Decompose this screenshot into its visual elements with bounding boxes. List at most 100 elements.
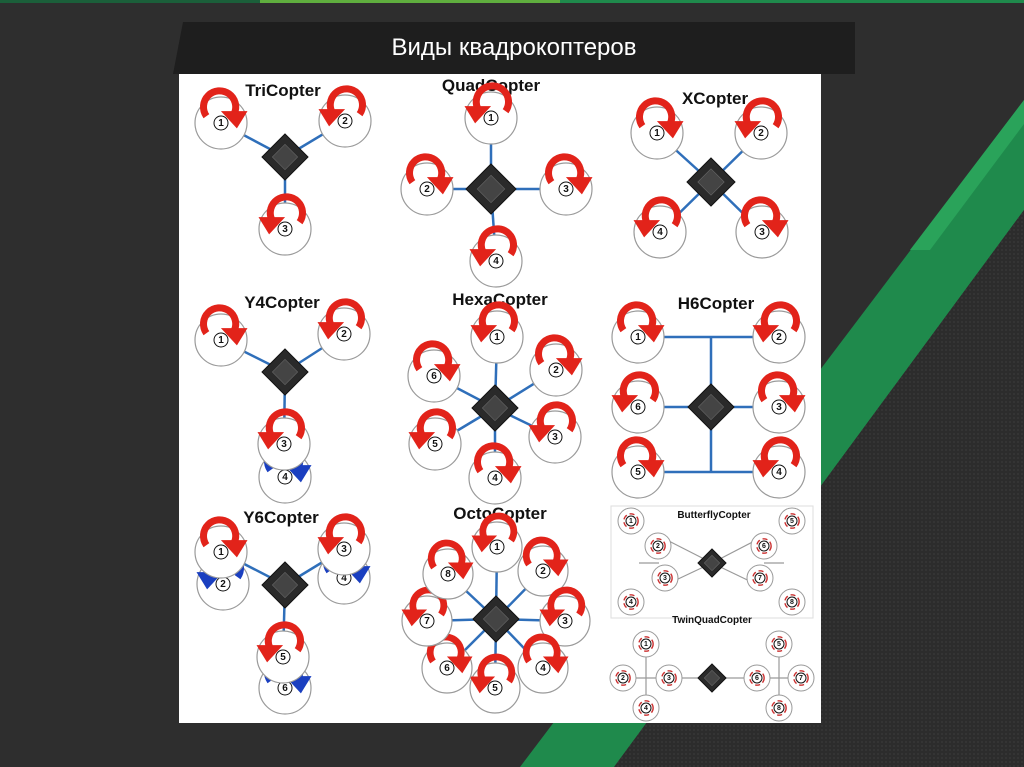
motor-number: 2: [758, 128, 764, 139]
motor-number: 1: [654, 128, 660, 139]
rotor-2: 2: [318, 85, 372, 148]
rotor-3: 3: [539, 153, 593, 216]
rotor-8: 8: [778, 588, 806, 616]
rotation-arrow: [199, 87, 240, 119]
motor-number-badge: [489, 539, 505, 555]
rotation-arrow: [638, 700, 654, 716]
motor-number-badge: [625, 515, 637, 527]
motor-number: 1: [218, 335, 224, 346]
rotor-8: 8: [765, 694, 793, 722]
controller-chip: [476, 174, 506, 204]
motor-number-badge: [640, 638, 652, 650]
rotation-arrow: [793, 670, 809, 686]
rotor-3: 3: [258, 193, 312, 256]
rotation-arrow: [616, 301, 657, 333]
configuration-name: TriCopter: [245, 81, 321, 100]
rotor-5: 5: [778, 507, 806, 535]
motor-number: 6: [431, 371, 437, 382]
rotation-arrow: [473, 442, 514, 474]
rotation-arrow: [325, 513, 366, 545]
arrow-head: [656, 121, 684, 139]
motor-number-badge: [663, 672, 675, 684]
motor-number-badge: [771, 329, 787, 345]
arrow-head: [528, 425, 556, 443]
motor-number-badge: [336, 326, 352, 342]
arrow-head: [470, 325, 498, 343]
rotor-2: 2: [317, 298, 371, 361]
config-tricopter: TriCopter 1 2 3: [194, 81, 372, 256]
arrow-head: [433, 364, 461, 382]
motor-number: 6: [444, 663, 450, 674]
rotor-4: 4: [469, 225, 523, 288]
rotor-4: 4: [633, 196, 687, 259]
arrow-head: [778, 395, 806, 413]
motor-number: 2: [553, 365, 559, 376]
rotation-arrow: [756, 538, 772, 554]
arrow-head: [637, 325, 665, 343]
motor-number: 1: [218, 118, 224, 129]
rotation-arrow: [325, 298, 366, 330]
configuration-name: H6Copter: [678, 294, 755, 313]
rotor-3: 3: [752, 371, 806, 434]
arrow-head: [220, 111, 248, 129]
rotor-1: 1: [617, 507, 645, 535]
motor-number: 2: [656, 543, 660, 550]
rotation-arrow: [616, 436, 657, 468]
motor-number: 3: [341, 544, 347, 555]
controller-chip: [697, 168, 725, 196]
rotation-arrow: [477, 225, 518, 257]
rotor-1: 1: [471, 512, 523, 573]
motor-number: 6: [635, 402, 641, 413]
motor-number-badge: [427, 436, 443, 452]
rotation-arrow: [641, 196, 682, 228]
rotation-arrow: [479, 512, 518, 543]
motor-number: 6: [282, 683, 288, 694]
rotation-arrow: [478, 301, 519, 333]
rotor-2: 2: [609, 664, 637, 692]
motor-number-badge: [547, 429, 563, 445]
rotor-3: 3: [528, 401, 582, 464]
motor-number: 2: [220, 579, 226, 590]
motor-number-badge: [558, 181, 574, 197]
rotation-arrow: [752, 570, 768, 586]
rotation-arrow: [427, 539, 466, 570]
arrow-head: [446, 656, 473, 674]
motor-number: 3: [281, 439, 287, 450]
arrow-head: [469, 249, 497, 267]
rotor-6: 6: [407, 340, 461, 403]
motor-number-badge: [213, 544, 229, 560]
motor-number: 3: [663, 575, 667, 582]
rotation-arrow: [740, 196, 781, 228]
rotor-5: 5: [469, 653, 521, 714]
controller-chip: [481, 394, 509, 422]
slide-title: Виды квадрокоптеров: [391, 34, 637, 61]
rotor-3: 3: [651, 564, 679, 592]
motor-number: 2: [621, 675, 625, 682]
motor-number: 3: [282, 224, 288, 235]
rotor-3: 3: [735, 196, 789, 259]
controller-chip: [703, 554, 721, 572]
motor-number-badge: [439, 660, 455, 676]
motor-number-badge: [786, 515, 798, 527]
rotor-1: 1: [630, 97, 684, 160]
motor-number: 5: [790, 518, 794, 525]
rotor-5: 5: [408, 408, 462, 471]
arrow-head: [257, 432, 285, 450]
motor-number: 3: [667, 675, 671, 682]
rotation-arrow: [784, 594, 800, 610]
arrow-head: [317, 537, 345, 555]
motor-number: 2: [540, 566, 546, 577]
motor-number: 7: [758, 575, 762, 582]
rotor-2: 2: [644, 532, 672, 560]
controller-chip: [271, 143, 299, 171]
motor-number-badge: [771, 399, 787, 415]
arrow-head: [469, 676, 496, 694]
rotation-arrow: [522, 633, 561, 664]
rotor-1: 1: [464, 82, 518, 145]
arrow-head: [752, 325, 780, 343]
motor-number-badge: [275, 649, 291, 665]
motor-number: 4: [282, 472, 288, 483]
